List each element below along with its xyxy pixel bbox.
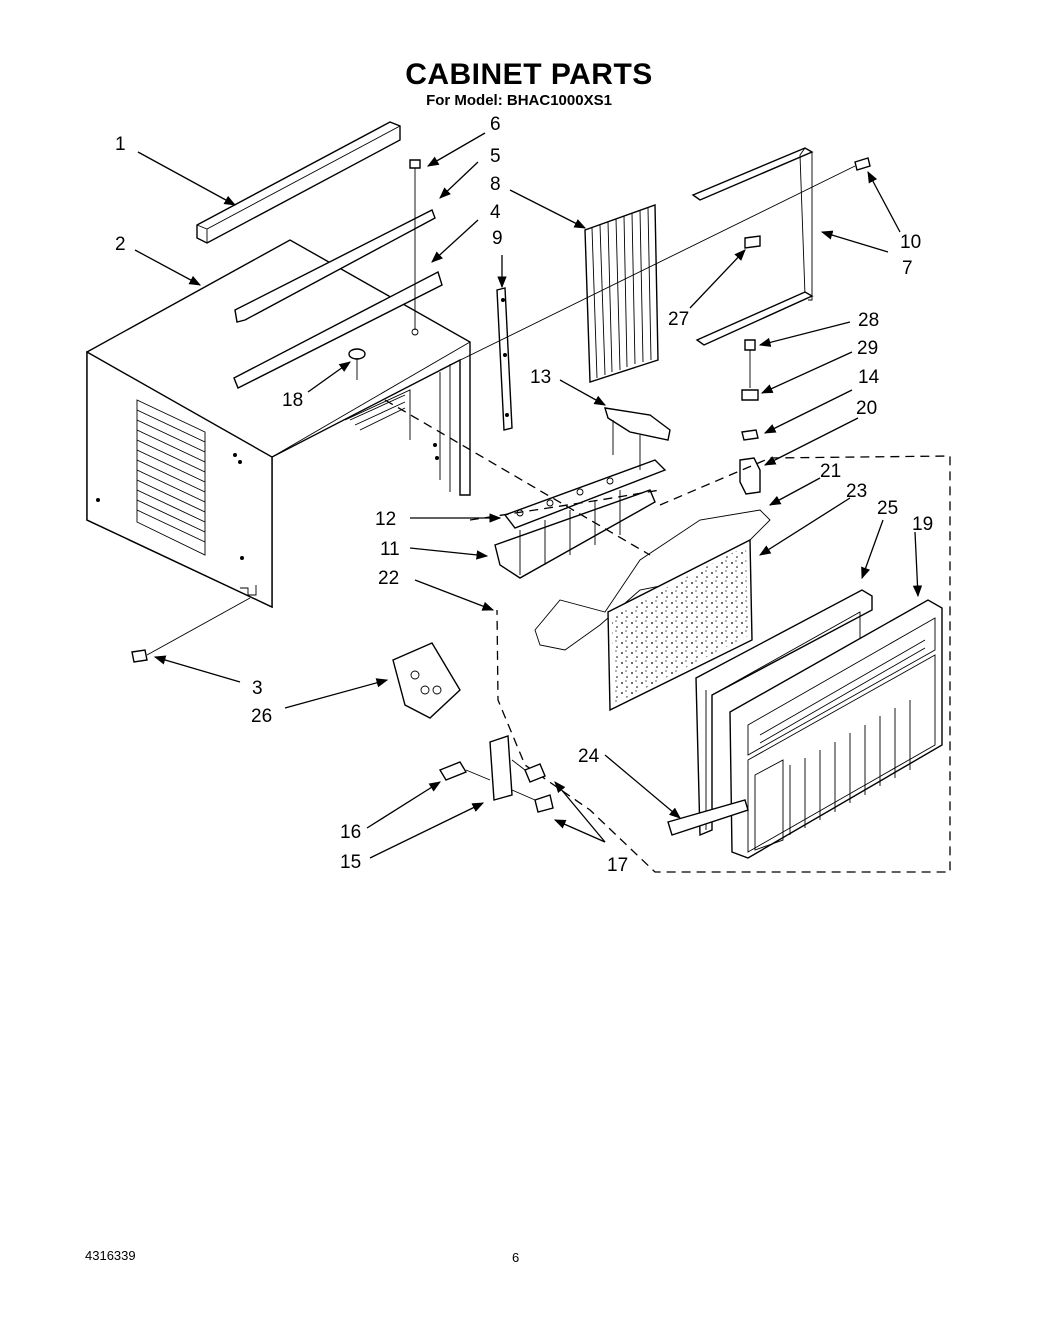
- callout-13: 13: [530, 367, 551, 388]
- callout-25: 25: [877, 498, 898, 519]
- callout-28: 28: [858, 310, 879, 331]
- bracket-20: [739, 457, 761, 495]
- screw-28: [744, 339, 756, 351]
- callout-7: 7: [902, 258, 913, 279]
- bracket-26: [392, 642, 461, 719]
- screw-10: [854, 157, 871, 171]
- callout-14: 14: [858, 367, 880, 388]
- accordion-curtain-8: [584, 204, 659, 383]
- callout-6: 6: [490, 114, 501, 135]
- callout-18: 18: [282, 390, 303, 411]
- callout-16: 16: [340, 822, 361, 843]
- callout-19: 19: [912, 514, 933, 535]
- document-number: 4316339: [85, 1248, 136, 1263]
- callout-labels: 1 2 3 4 5 6 7 8 9 10 11 12 13 14 15 16 1…: [115, 114, 933, 876]
- callout-23: 23: [846, 481, 867, 502]
- callout-15: 15: [340, 852, 361, 873]
- clip-29: [741, 389, 759, 401]
- rail-24: [667, 799, 749, 836]
- callout-21: 21: [820, 461, 841, 482]
- top-rail-1: [196, 121, 401, 244]
- screw-6: [409, 159, 421, 169]
- bracket-15: [489, 735, 513, 801]
- callout-1: 1: [115, 134, 126, 155]
- front-grille-19: [729, 599, 943, 859]
- callout-24: 24: [578, 746, 600, 767]
- callout-4: 4: [490, 202, 501, 223]
- channel-9: [496, 287, 513, 431]
- callout-9: 9: [492, 228, 503, 249]
- model-subtitle: For Model: BHAC1000XS1: [426, 92, 612, 109]
- callout-10: 10: [900, 232, 921, 253]
- frame-7: [691, 147, 814, 346]
- filter-assembly-outline: [496, 455, 951, 873]
- callout-8: 8: [490, 174, 501, 195]
- callout-26: 26: [251, 706, 272, 727]
- callout-17: 17: [607, 855, 628, 876]
- rod-21: [534, 509, 771, 651]
- screw-27: [744, 235, 761, 249]
- callout-leaders: [134, 132, 923, 859]
- callout-5: 5: [490, 146, 501, 167]
- page-number: 6: [512, 1250, 520, 1265]
- callout-2: 2: [115, 234, 126, 255]
- gasket-25: [695, 589, 873, 837]
- cabinet-wrapper: [86, 239, 471, 609]
- knob-17a: [524, 763, 546, 783]
- screw-3: [131, 649, 148, 663]
- clip-16: [438, 761, 468, 781]
- callout-3: 3: [252, 678, 263, 699]
- callout-22: 22: [378, 568, 399, 589]
- callout-29: 29: [857, 338, 878, 359]
- callout-12: 12: [375, 509, 396, 530]
- callout-11: 11: [380, 539, 400, 560]
- callout-20: 20: [856, 398, 877, 419]
- base-assembly: [494, 407, 671, 579]
- page-title: CABINET PARTS: [405, 58, 653, 91]
- clip-14: [741, 429, 759, 441]
- knob-17b: [534, 794, 554, 813]
- plug-18: [348, 348, 366, 360]
- callout-27: 27: [668, 309, 689, 330]
- side-louvres: [136, 399, 206, 556]
